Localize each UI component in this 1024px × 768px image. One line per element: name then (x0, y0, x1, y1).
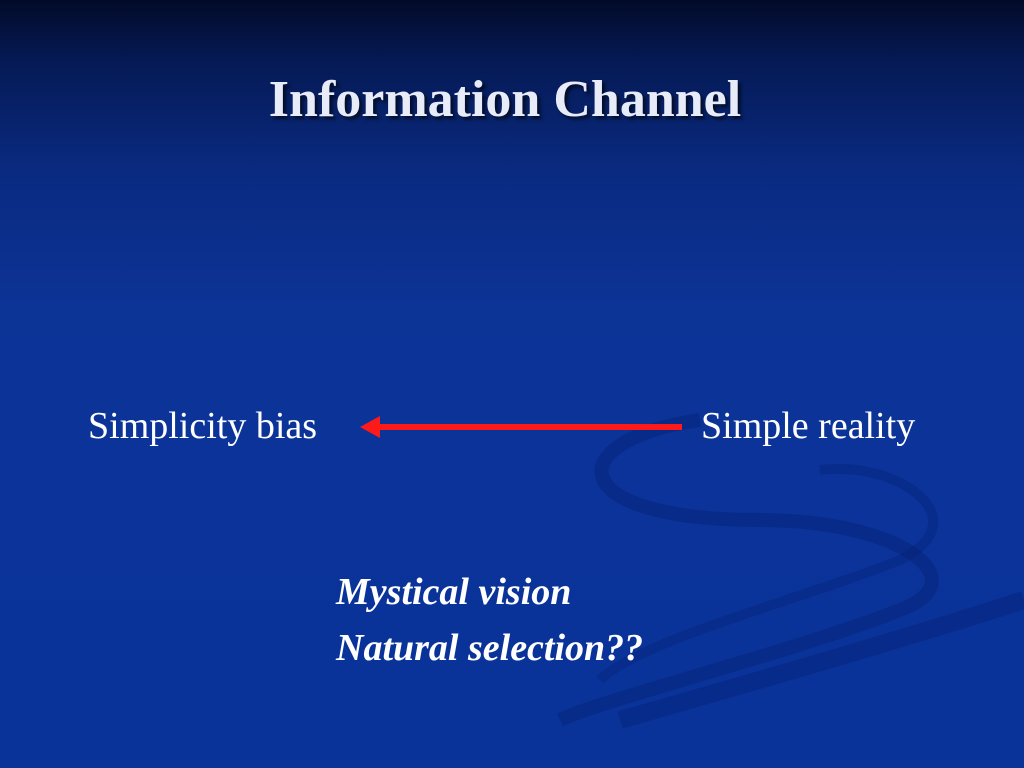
note-mystical-vision: Mystical vision (336, 571, 572, 613)
slide-title: Information Channel (268, 71, 742, 128)
notes-block: Mystical vision Natural selection?? (336, 564, 643, 676)
simplicity-bias-label: Simplicity bias (88, 405, 318, 447)
simple-reality-label: Simple reality (701, 405, 916, 447)
left-arrow-icon (360, 416, 682, 438)
note-natural-selection: Natural selection?? (336, 627, 644, 669)
